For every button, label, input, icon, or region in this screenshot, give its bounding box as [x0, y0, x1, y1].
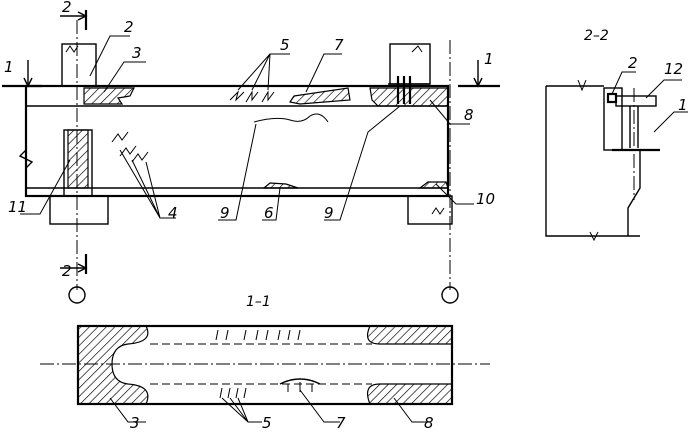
defect-zone-7 [289, 87, 351, 105]
cut1-right-label: 1 [484, 50, 494, 68]
callout-label-10: 10 [476, 190, 495, 208]
defect-zone-3 [83, 87, 135, 105]
s22-label-2: 2 [628, 54, 638, 72]
cut1-left-label: 1 [4, 58, 14, 76]
section-2-2-outline [545, 86, 640, 237]
plan-hatch-right-bottom-8 [367, 383, 453, 405]
right-support-block [407, 195, 453, 225]
leader-9-right [324, 105, 401, 221]
leader-4 [119, 149, 176, 219]
plan-label-7: 7 [336, 414, 346, 432]
cut1-right-arrowhead [473, 77, 483, 88]
callout-label-3: 3 [132, 44, 142, 62]
plan-leader-8 [393, 397, 428, 423]
plan-leader-7 [299, 389, 340, 423]
leader-11 [20, 159, 71, 215]
plan-leader-3 [109, 397, 146, 423]
callout-label-4: 4 [168, 204, 178, 222]
elevation-view: 2 3 5 7 8 9 10 6 9 4 11 1 1 2 2 [2, 0, 500, 304]
cut2-bottom-arrowhead [77, 263, 88, 273]
section-2-2-view: 2–2 2 12 1 [545, 28, 688, 242]
s22-label-1: 1 [678, 96, 688, 114]
section-2-2-web [629, 106, 639, 148]
leader-5 [237, 53, 290, 91]
crack-5c [261, 90, 275, 103]
crack-4b [119, 145, 137, 157]
plan-label-5: 5 [262, 414, 272, 432]
plan-label-8: 8 [424, 414, 434, 432]
cut2-top-label: 2 [62, 0, 72, 16]
s22-label-12: 12 [664, 60, 683, 78]
left-support-block [49, 195, 109, 225]
crack-5b [245, 90, 259, 103]
plan-hatch-left-3 [77, 325, 149, 405]
leader-1-s22 [653, 111, 688, 133]
leader-8 [429, 99, 470, 125]
crack-4a [111, 131, 129, 143]
crack-4c [131, 151, 149, 163]
cut2-bottom-label: 2 [62, 262, 72, 280]
callout-label-7: 7 [334, 36, 344, 54]
section-2-2-plate-12 [615, 95, 657, 107]
plan-cracks-top [215, 329, 301, 341]
cut1-left-arrowhead [23, 77, 33, 88]
callout-label-11: 11 [8, 198, 27, 216]
plan-label-3: 3 [130, 414, 140, 432]
section-1-1-title: 1–1 [246, 294, 271, 310]
defect-zone-10 [418, 181, 449, 189]
leader-9-left [218, 123, 257, 221]
section-2-2-zigzag-top [577, 79, 587, 92]
section-1-1-view: 1–1 3 5 7 8 [40, 294, 490, 432]
right-support-zigzag [431, 207, 445, 215]
leader-3 [103, 61, 146, 93]
section-2-2-zigzag-bottom [589, 231, 599, 242]
callout-label-8: 8 [464, 106, 474, 124]
callout-label-9-left: 9 [220, 204, 230, 222]
left-column-hatched-insert [67, 129, 89, 189]
right-axis-marker [441, 286, 459, 304]
plan-spall-7 [279, 378, 321, 385]
section-2-2-title: 2–2 [584, 28, 609, 44]
defect-zone-6 [262, 182, 299, 189]
callout-label-2: 2 [124, 18, 134, 36]
leader-2 [89, 35, 130, 77]
leader-6 [262, 187, 281, 221]
section-2-2-insert-2 [606, 92, 618, 104]
callout-label-6: 6 [264, 204, 274, 222]
plan-leader-5 [221, 397, 262, 423]
callout-label-5: 5 [280, 36, 290, 54]
callout-label-9-right: 9 [324, 204, 334, 222]
leader-7 [305, 53, 342, 93]
left-rib-zigzag [65, 45, 79, 53]
right-rib-zigzag [411, 45, 423, 53]
plan-cracks-bottom-5 [219, 387, 247, 399]
cut2-top-arrowhead [77, 11, 88, 21]
left-axis-marker [68, 286, 86, 304]
crack-9-web [253, 113, 329, 123]
leader-2-s22 [611, 71, 636, 95]
crack-5a [229, 90, 245, 102]
section-2-2-column [603, 87, 623, 151]
break-line-left [18, 92, 34, 196]
leader-10 [435, 183, 474, 205]
leader-12-s22 [645, 79, 682, 99]
plan-hatch-right-top-8 [367, 325, 453, 345]
